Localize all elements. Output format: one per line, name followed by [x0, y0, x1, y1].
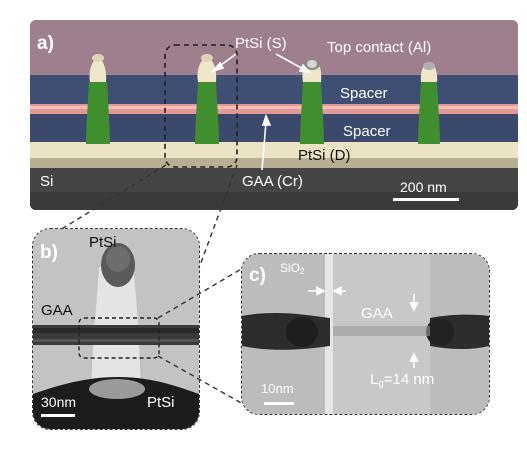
ptsi-drain-label: PtSi (D)	[298, 147, 351, 164]
ptsi-bottom-label: PtSi	[147, 394, 175, 411]
sio2-label: SiO2	[280, 261, 305, 276]
ptsi-top-label: PtSi	[89, 234, 117, 251]
panel-b-micrograph	[33, 229, 199, 429]
panel-b-scale-bar-label: 30nm	[41, 394, 77, 410]
panel-a-sem-image: a) PtSi (S) Top contact (Al) Spacer Spac…	[30, 20, 518, 210]
panel-b-scale-bar-line	[41, 414, 75, 417]
panel-a-scale-bar-line	[393, 198, 459, 201]
panel-c-scale-bar-line	[264, 402, 294, 405]
gaa-label-c: GAA	[361, 305, 393, 322]
panel-a-id: a)	[37, 33, 54, 54]
connector-a-to-b-left	[59, 164, 167, 231]
upper-spacer-label: Spacer	[340, 85, 388, 102]
lower-spacer-label: Spacer	[343, 123, 391, 140]
panel-b-tem-image: b) PtSi GAA 30nm PtSi	[32, 228, 200, 430]
panel-a-arrows	[210, 53, 311, 171]
panel-a-micrograph	[30, 20, 518, 210]
panel-a-scale-bar-label: 200 nm	[400, 179, 447, 195]
panel-c-tem-image: c) SiO2 GAA Lg=14 nm 10nm	[241, 253, 490, 415]
connector-b-to-c-bottom	[157, 355, 244, 405]
panel-c-arrows	[308, 286, 419, 368]
ptsi-drain-layer	[30, 142, 518, 162]
ptsi-source-label: PtSi (S)	[235, 35, 287, 52]
panel-c-micrograph	[242, 254, 489, 414]
gaa-cr-label: GAA (Cr)	[242, 173, 303, 190]
nanowire-pillar-3	[300, 58, 324, 144]
zoom-region-box	[164, 44, 238, 168]
connector-a-to-b-right	[198, 164, 238, 269]
gaa-label-b: GAA	[41, 302, 73, 319]
panel-c-id: c)	[249, 265, 266, 286]
gate-length-label: Lg=14 nm	[370, 371, 435, 390]
panel-c-scale-bar-label: 10nm	[261, 381, 294, 396]
panel-b-zoom-box	[78, 317, 160, 359]
nanowire-pillar-1	[86, 54, 110, 144]
si-substrate-label: Si	[40, 173, 54, 190]
top-contact-label: Top contact (Al)	[327, 39, 432, 56]
nanowire-pillar-4	[418, 62, 440, 144]
nanowire-pillar-2	[195, 54, 219, 144]
connector-b-to-c-top	[157, 267, 244, 319]
nanowire-pillars	[86, 54, 440, 144]
panel-b-id: b)	[40, 242, 58, 263]
